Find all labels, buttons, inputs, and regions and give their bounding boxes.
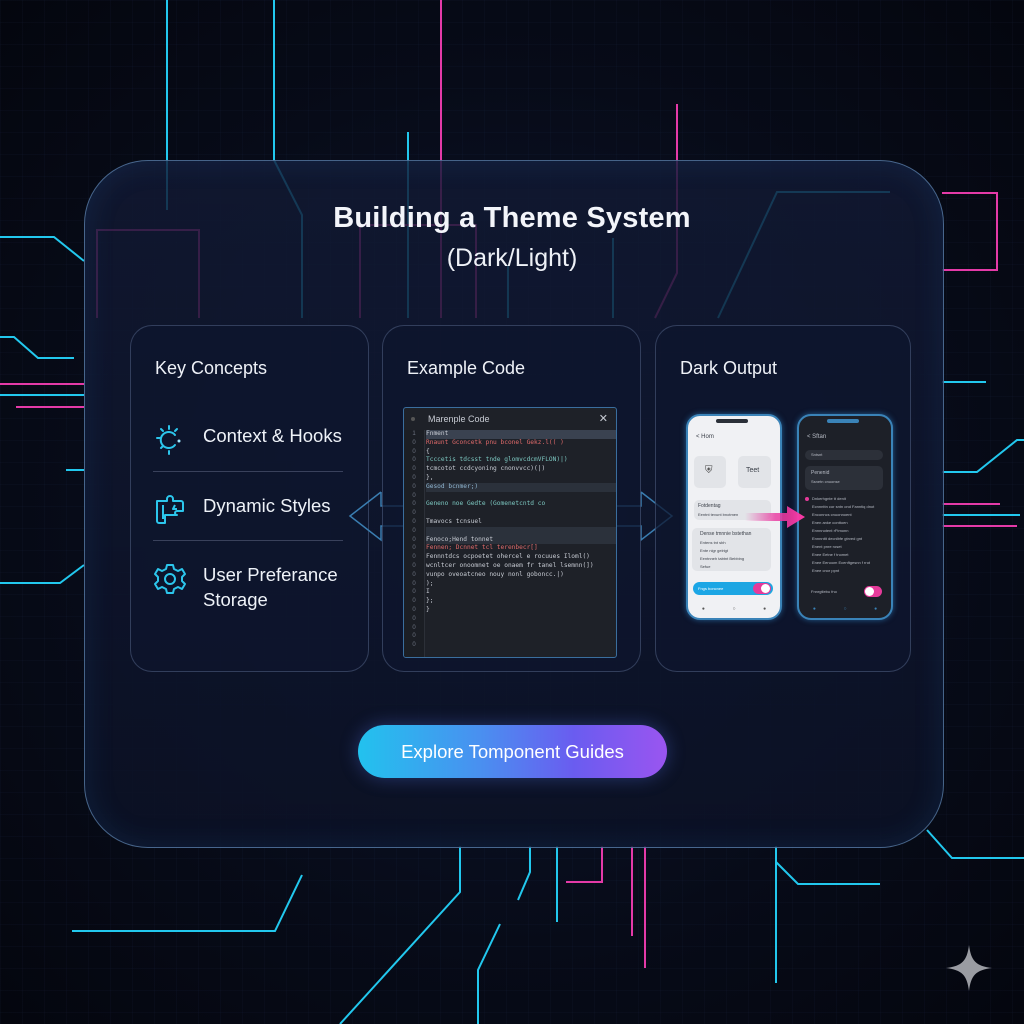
code-tab-bar[interactable]: Fnment [426,430,616,439]
code-line [426,509,616,518]
phone-header: < Sftan [807,434,827,440]
key-concepts-title: Key Concepts [155,358,268,378]
phone-nav-bar: ●○● [701,606,767,612]
concept-item-user-preference-storage[interactable]: User Preferance Storage [153,562,338,612]
card-subtitle: Eentnt tevunt bnotmen [698,512,739,517]
list-line: Ennnnotent rFtmonn [812,528,849,533]
window-dot-icon [411,417,415,421]
toggle-label: Fnnrgtlebu fno [811,589,837,594]
concept-item-dynamic-styles[interactable]: Dynamic Styles [153,493,330,527]
divider [153,471,343,472]
key-concepts-panel: Key Concepts Context & Hooks Dynamic Sty… [130,325,369,672]
phone-notch [827,419,859,423]
code-line: I [426,588,430,596]
list-line: Sefue [700,564,711,569]
list-bullet [805,497,809,501]
gear-icon [154,564,186,594]
search-bar[interactable]: Sntsnt [805,450,883,460]
dark-output-title: Dark Output [680,358,778,378]
info-card: Penenid Ssnetn cnuonse [805,466,883,490]
list-line: Ennnnttt decnlbfe gtrved gnt [812,536,863,541]
code-line: ); [426,579,434,587]
code-line: Fenoco;Hend tonnet [426,535,616,545]
code-line: Fennen; Dcnnet tcl terenbecr[] [426,544,538,552]
card-title: Penenid [811,470,830,476]
list-line: Ente nigr gelrigt [700,548,729,553]
list-line: Enee Eenoom Ecenftgesnn f rrot [812,560,871,565]
code-line: vunpo oveoatcneo nouy nonl goboncc.|) [426,570,564,578]
tile-text: Teet [746,467,760,474]
example-code-title: Example Code [407,358,526,378]
list-line: Entens tnt sbh [700,540,726,545]
text-tile: Teet [738,456,771,488]
icon-tile: ⛨ [694,456,726,488]
list-line: Ecnnnttn cor sntn ond Fanntiq dnot [812,504,875,509]
divider [153,540,343,541]
page-subtitle: (Dark/Light) [446,244,578,272]
card-subtitle: Ssnetn cnuonse [811,479,840,484]
list-line: Dnkerhgnte tt denit [812,496,846,501]
close-icon[interactable]: ✕ [598,413,608,425]
concept-label-line2: Storage [203,589,268,610]
code-line: }, [426,473,434,481]
phone-notch [716,419,748,423]
code-line [426,526,616,536]
concept-label: Dynamic Styles [203,495,331,516]
code-line [426,492,616,501]
list-line: Enconncs cnuonnoent [812,512,852,517]
page-title: Building a Theme System [333,202,691,234]
toggle-label: Fngs boncnee [698,586,724,591]
explore-component-guides-button[interactable]: Explore Tomponent Guides [358,725,667,778]
code-line: Rnaunt Gconcetk pnu bconel Gekz.l(( ) [426,438,564,446]
code-line: tcmcotot ccdcyoning cnonvvcc)(|) [426,465,546,473]
phone-header: < Hom [696,434,714,440]
code-line: Tcccetis tdcsst tnde glomvcdcmVFLON)|) [426,456,568,464]
theme-toggle-switch[interactable] [864,586,882,597]
theme-toggle-switch[interactable] [753,583,771,594]
settings-list: Dense tmnnie bstethan Entens tnt sbh Ent… [692,528,771,571]
sun-icon [156,425,181,455]
concept-label-line1: User Preferance [203,564,338,585]
list-line: Enee cnor ppnt [812,568,840,573]
card-title: Fotdentag [698,503,721,509]
code-window-title: Marenple Code [428,414,490,424]
dark-output-panel: Dark Output < Hom ⛨ Teet Fotdentag Eentn… [655,325,911,672]
shield-icon: ⛨ [705,465,713,476]
concept-item-context-hooks[interactable]: Context & Hooks [153,423,342,457]
code-line: Fennntdcs ocpoetet ohercel e rocuues Ilo… [426,553,590,561]
phone-nav-bar: ●○● [812,606,878,612]
code-line: }; [426,597,434,605]
concept-label: Context & Hooks [203,425,342,446]
code-line: Geneno noe Gedte (Gomenetcntd co [426,500,546,508]
code-window-header: Marenple Code ✕ [404,408,616,430]
toggle-knob [761,584,770,593]
theme-toggle-row[interactable]: Fngs boncnee [693,582,773,595]
list-line: Enee Eetne f tnomet [812,552,849,557]
puzzle-icon [156,495,184,524]
search-text: Sntsnt [811,452,823,457]
code-content: Fnment Rnaunt Gconcetk pnu bconel Gekz.l… [426,430,616,615]
toggle-knob [865,587,874,596]
concept-label: User Preferance Storage [203,562,338,612]
sparkle-icon [946,945,992,991]
code-line: wcnltcer onoomnet oe onaem fr tanel lsem… [426,561,594,569]
code-line: { [426,447,430,455]
list-line: Eentnneh tabtnt Bebbing [700,556,745,561]
list-title: Dense tmnnie bstethan [700,531,752,537]
transition-arrow-icon [745,506,805,528]
list-line: Enent pnre roset [812,544,842,549]
code-line: Tmavocs tcnsuel [426,517,482,525]
list-line: Enen anke conttoen [812,520,848,525]
code-line: Gesod bcnmer;) [426,482,616,492]
dark-phone-mockup: < Sftan Sntsnt Penenid Ssnetn cnuonse Dn… [797,414,893,620]
code-line: } [426,605,430,613]
